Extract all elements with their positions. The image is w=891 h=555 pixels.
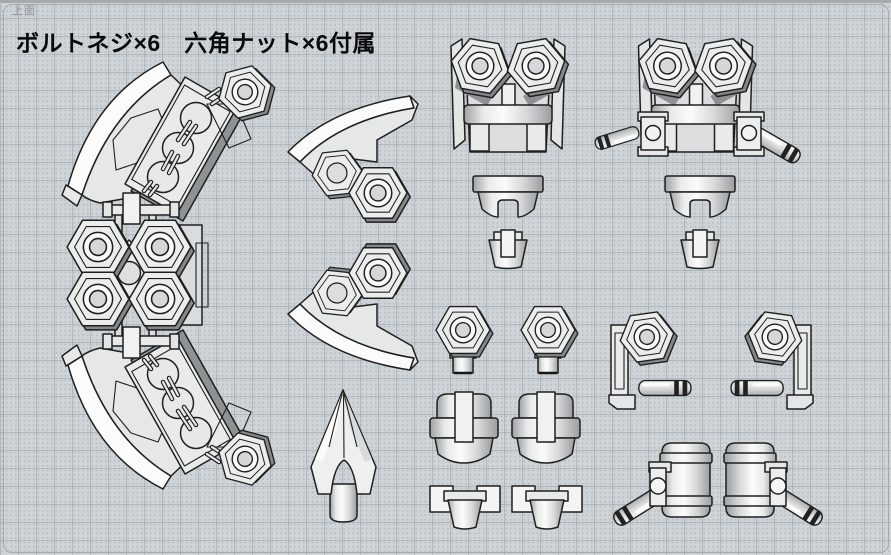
- left-clamp[interactable]: [637, 111, 669, 157]
- socket-peg-right[interactable]: [679, 228, 721, 270]
- hex-nut-cluster[interactable]: [66, 219, 209, 331]
- hex-nut-peg-right[interactable]: [521, 307, 578, 373]
- hex-nut-arm-left[interactable]: [609, 310, 691, 409]
- winged-peg-right[interactable]: [510, 484, 584, 531]
- round-cap-left[interactable]: [471, 174, 545, 219]
- right-parts[interactable]: [428, 36, 825, 531]
- barrel-thruster-right[interactable]: [724, 443, 825, 528]
- socket-peg-left[interactable]: [487, 228, 529, 270]
- hex-nut-arm-right[interactable]: [731, 310, 813, 409]
- right-clamp[interactable]: [733, 111, 765, 157]
- annotation-title: ボルトネジ×6 六角ナット×6付属: [16, 30, 376, 56]
- hex-nut-peg-left[interactable]: [436, 307, 493, 373]
- twin-hex-bracket[interactable]: [446, 36, 572, 152]
- winged-peg-left[interactable]: [428, 484, 502, 531]
- claw-blade-assembly[interactable]: [62, 62, 281, 490]
- viewport-top-edge: [0, 0, 891, 3]
- middle-parts[interactable]: [288, 96, 418, 524]
- curved-blade-nuts-top[interactable]: [288, 96, 418, 222]
- twin-hex-bracket-thrusters[interactable]: [593, 36, 804, 167]
- claw-half-top[interactable]: [62, 62, 281, 235]
- claw-half-bottom[interactable]: [62, 316, 281, 489]
- spear-head-part[interactable]: [309, 388, 378, 524]
- barrel-tab-left[interactable]: [428, 390, 500, 465]
- left-thruster[interactable]: [593, 124, 641, 152]
- barrel-thruster-left[interactable]: [611, 443, 712, 528]
- curved-blade-nuts-bottom[interactable]: [288, 244, 418, 370]
- view-orientation-label[interactable]: 上面: [12, 5, 36, 17]
- round-cap-right[interactable]: [663, 174, 737, 219]
- barrel-tab-right[interactable]: [510, 390, 582, 465]
